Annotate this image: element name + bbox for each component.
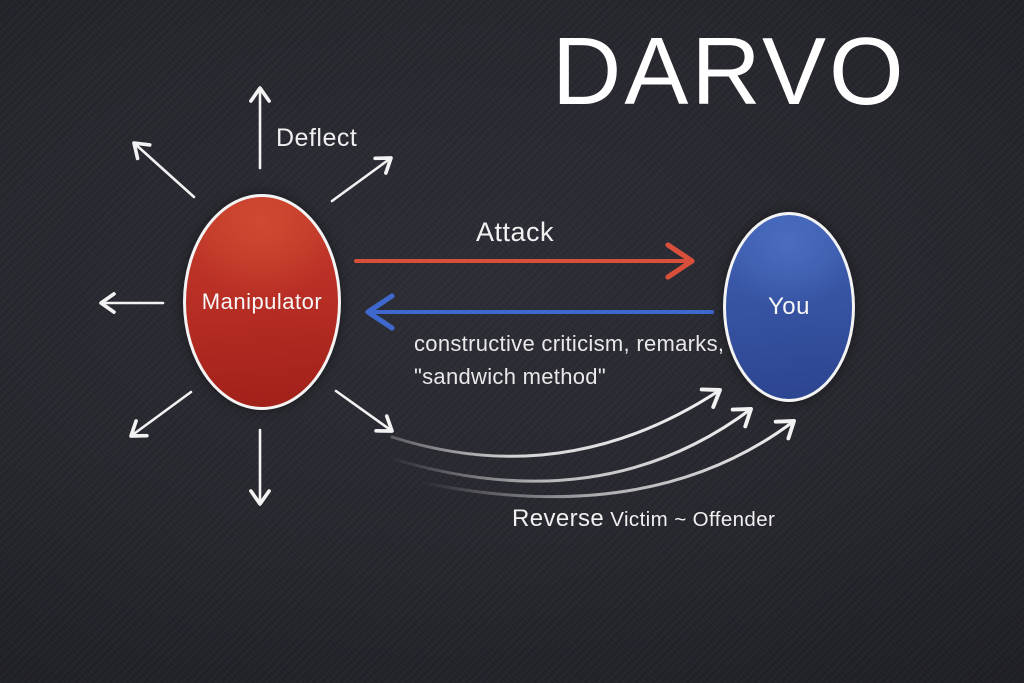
reverse-curve-3 [418,419,796,499]
response-label-line1: constructive criticism, remarks, [414,331,725,356]
deflect-arrow-down-left [129,390,193,438]
deflect-arrows [99,86,394,506]
manipulator-node: Manipulator [183,194,341,410]
reverse-label: Reverse Victim ~ Offender [512,505,775,533]
you-node: You [723,212,855,402]
deflect-label: Deflect [276,124,358,152]
attack-label: Attack [475,217,555,247]
page-title: DARVO [552,18,907,125]
deflect-arrow-up-right [330,156,393,203]
deflect-arrow-down-right [334,389,394,433]
response-label-line2: "sandwich method" [414,364,606,389]
response-label: constructive criticism, remarks, "sandwi… [414,327,724,393]
reverse-label-rest: Victim ~ Offender [604,508,776,531]
reverse-curve-2 [388,407,753,483]
reverse-curve-1 [390,387,722,458]
reverse-curves [388,387,796,499]
manipulator-label: Manipulator [201,289,323,314]
reverse-label-word: Reverse [512,505,605,532]
deflect-arrow-up-left [132,141,196,199]
you-label: You [768,293,810,320]
